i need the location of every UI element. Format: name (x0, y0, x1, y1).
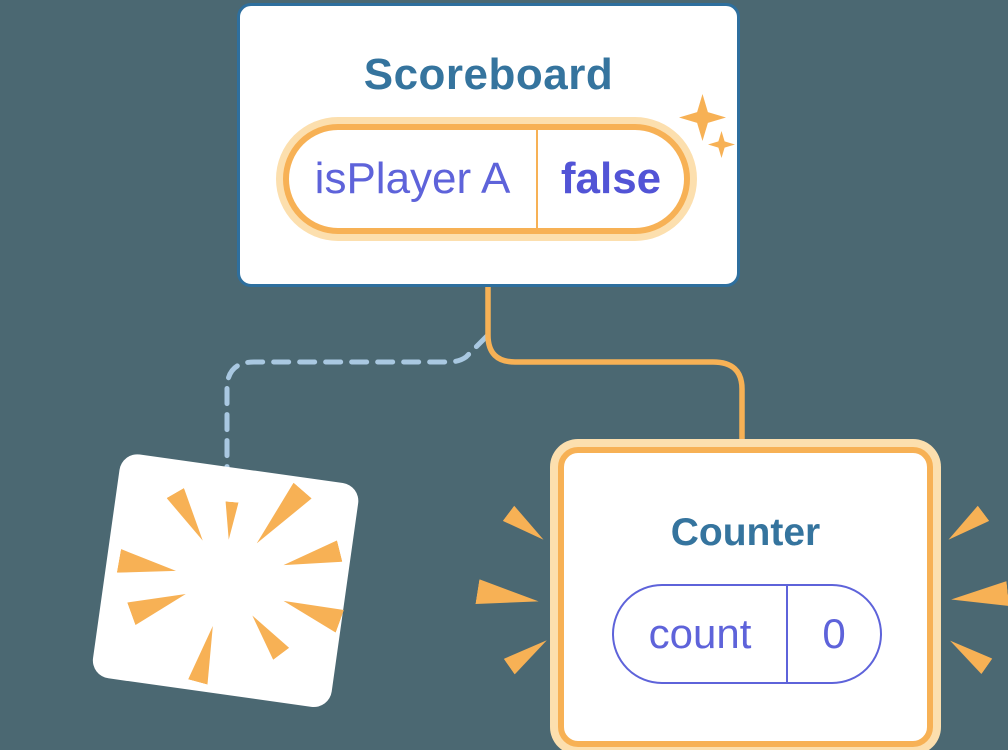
state-name: count (648, 610, 752, 657)
scoreboard-title: Scoreboard (363, 50, 614, 99)
burst-ray (222, 501, 238, 540)
burst-ray (188, 623, 222, 684)
burst-ray (117, 549, 178, 583)
connector-dashed-removed-branch (224, 333, 490, 473)
burst-ray (244, 610, 289, 660)
destroyed-component-card (90, 452, 361, 710)
burst-ray (281, 540, 343, 575)
burst-ray (279, 590, 344, 633)
state-name: isPlayer A (314, 154, 511, 203)
counter-title: Counter (670, 511, 821, 554)
pill-divider (786, 586, 788, 682)
burst-ray (167, 488, 212, 546)
counter-state-pill: count 0 (612, 584, 882, 684)
scoreboard-card: Scoreboard isPlayer A false (237, 3, 740, 287)
counter-card: Counter count 0 (558, 447, 933, 747)
burst-ray (248, 483, 312, 552)
burst-ray (127, 583, 190, 625)
scoreboard-state-pill: isPlayer A false (283, 124, 690, 234)
connector-solid-kept-branch (485, 285, 745, 452)
state-value: false (560, 154, 662, 203)
pill-divider (536, 130, 538, 228)
state-value: 0 (822, 610, 846, 657)
